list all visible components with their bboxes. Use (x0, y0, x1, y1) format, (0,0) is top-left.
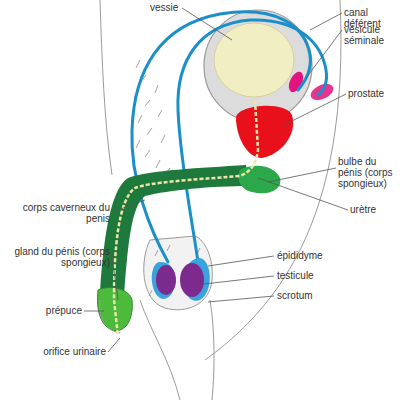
scrotum (144, 236, 213, 310)
part-label: vésicule séminale (344, 24, 400, 46)
prostate-gland (236, 106, 293, 158)
bladder-lumen (214, 23, 294, 97)
thigh-line (140, 300, 180, 400)
leader-line (310, 13, 342, 30)
part-label: prostate (348, 88, 400, 99)
leader-line (282, 94, 346, 126)
leader-line (84, 311, 104, 312)
body-outline (100, 0, 341, 400)
leader-line (306, 30, 342, 78)
epididymis-left (152, 262, 175, 299)
leader-line (204, 276, 274, 284)
leader-line (182, 8, 232, 40)
leader-line (108, 338, 120, 352)
leader-lines (84, 8, 348, 352)
pubic-hair (134, 60, 195, 182)
part-label: scrotum (277, 290, 347, 301)
leader-line (112, 200, 145, 212)
belly-line (100, 0, 112, 175)
testes (152, 258, 210, 301)
corpus-cavernosum (100, 165, 250, 296)
leader-line (258, 178, 348, 210)
penile-bulb (239, 166, 281, 193)
part-label: corps caverneux du penis (2, 202, 110, 224)
part-label: testicule (277, 270, 347, 281)
part-label: vessie (150, 2, 190, 13)
part-label: prépuce (30, 305, 82, 316)
urethra (114, 100, 258, 336)
leader-line (268, 168, 336, 182)
leader-line (208, 256, 274, 266)
vas-deferens-right (178, 20, 327, 262)
thigh-line-2 (210, 300, 214, 400)
vas-deferens (132, 12, 327, 262)
hair-strokes (134, 60, 195, 182)
part-label: bulbe du pénis (corps spongieux) (338, 156, 400, 189)
part-label: urètre (350, 204, 400, 215)
leader-line (208, 296, 274, 302)
part-label: orifice urinaire (20, 346, 106, 357)
leader-line (112, 256, 118, 300)
scrotum-shape (144, 236, 213, 310)
part-label: gland du pénis (corps spongieux) (2, 246, 110, 268)
vas-deferens-left (132, 12, 310, 262)
testis-right (180, 263, 204, 297)
part-label: épididyme (277, 250, 347, 261)
testis-left (156, 265, 176, 295)
